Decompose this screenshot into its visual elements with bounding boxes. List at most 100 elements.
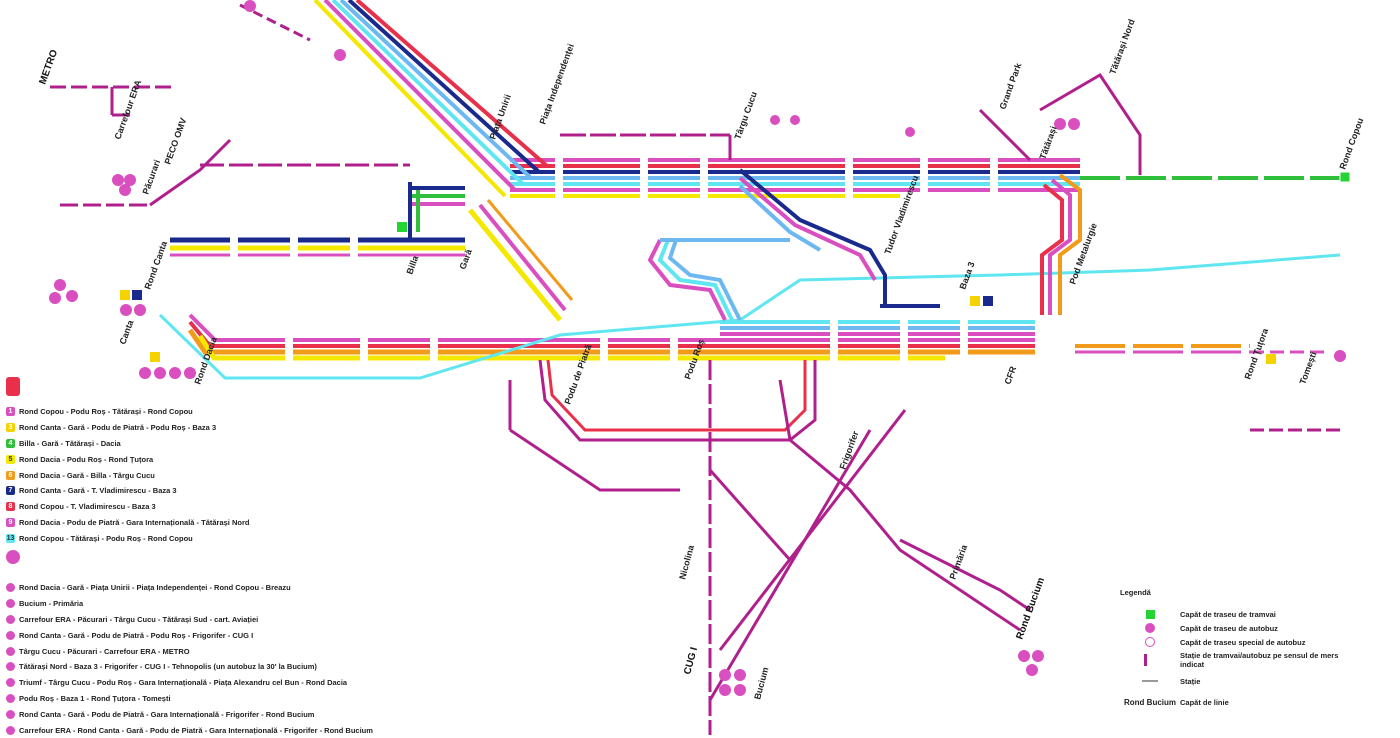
south-corridor (187, 304, 1330, 361)
west-corridor (170, 182, 465, 257)
bus-icon (6, 614, 15, 624)
tram-terminal-square (1266, 354, 1276, 364)
station-label: Tătărași Nord (1107, 18, 1136, 76)
bus-icon (6, 709, 15, 719)
bus-icon (6, 693, 15, 703)
route-badge: 3 (6, 423, 15, 433)
route-badge: 8 (6, 502, 15, 512)
bus-terminal-circle (790, 115, 800, 125)
bus-terminal-circle (734, 669, 746, 681)
bus-icon (6, 725, 15, 735)
station-label: Gară (457, 247, 474, 271)
bus-terminal-circle (124, 174, 136, 186)
bus-terminal-icon (1145, 623, 1155, 633)
tram-terminal-square (120, 290, 130, 300)
list-item: Triumf - Târgu Cucu - Podu Roș - Gara In… (6, 675, 373, 691)
bus-terminal-circle (66, 290, 78, 302)
bus-terminal-circle (1054, 118, 1066, 130)
tram-terminal-square (397, 222, 407, 232)
bus-terminal-circle (719, 684, 731, 696)
station-label: Pod Metalurgie (1067, 222, 1098, 286)
tram-mode-icon (6, 377, 20, 391)
station-label: Tătărași (1037, 125, 1058, 161)
bus-terminal-circle (734, 684, 746, 696)
route-badge: 4 (6, 438, 15, 448)
bus-terminal-circle (1068, 118, 1080, 130)
route-badge: 5 (6, 454, 15, 464)
list-item: Rond Canta - Gară - Podu de Piatră - Pod… (6, 627, 373, 643)
legend-item: Capăt de traseu de tramvai (1120, 607, 1360, 621)
map-legend: Legendă Capăt de traseu de tramvai Capăt… (1120, 588, 1360, 713)
list-item: Târgu Cucu - Păcurari - Carrefour ERA - … (6, 643, 373, 659)
bus-terminal-circle (112, 174, 124, 186)
bus-terminal-circle (184, 367, 196, 379)
bus-terminal-circle (169, 367, 181, 379)
bus-terminal-circle (1018, 650, 1030, 662)
legend-title: Legendă (1120, 588, 1151, 597)
route-badge: 13 (6, 533, 15, 543)
bus-terminal-circle (134, 304, 146, 316)
legend-item: Stație (1120, 671, 1360, 691)
bus-network (50, 3, 1340, 735)
station-label: Piața Independenței (537, 42, 575, 125)
bus-terminal-circle (905, 127, 915, 137)
list-item: Bucium - Primăria (6, 596, 373, 612)
list-item: Rond Canta - Gară - Podu de Piatră - Gar… (6, 706, 373, 722)
bus-terminal-circle (770, 115, 780, 125)
route-badge: 6 (6, 470, 15, 480)
bus-terminal-circle (1026, 664, 1038, 676)
station-label: Târgu Cucu (732, 90, 759, 140)
bus-icon (6, 678, 15, 688)
bus-terminal-circle (120, 304, 132, 316)
tram-terminal-square (132, 290, 142, 300)
dashed-stop-icon (1143, 654, 1157, 666)
station-label: Canta (117, 318, 135, 346)
station-label: Billa (404, 253, 420, 275)
station-breaks (230, 156, 998, 362)
station-label: Primăria (947, 542, 969, 580)
bus-route-list: Rond Dacia - Gară - Piața Unirii - Piața… (6, 580, 373, 738)
station-label: Rond Canta (142, 239, 169, 291)
station-label: Rond Copou (1337, 117, 1365, 171)
list-item: Carrefour ERA - Rond Canta - Gară - Podu… (6, 722, 373, 738)
bus-icon (6, 646, 15, 656)
route-badge: 9 (6, 517, 15, 527)
gara-connectors (468, 199, 574, 322)
station-label: Păcurari (140, 158, 162, 195)
central-loop (647, 168, 887, 321)
station-label: CUG I (682, 646, 700, 676)
bus-terminal-circle (334, 49, 346, 61)
station-label: CFR (1002, 364, 1018, 385)
tram-terminal-square (1339, 171, 1351, 183)
bus-icon (6, 662, 15, 672)
bus-terminal-circle (1334, 350, 1346, 362)
bus-terminal-circle (244, 0, 256, 12)
list-item: Carrefour ERA - Păcurari - Târgu Cucu - … (6, 612, 373, 628)
bus-icon (6, 630, 15, 640)
list-item: Tătărași Nord - Baza 3 - Frigorifer - CU… (6, 659, 373, 675)
station-icon (1142, 680, 1158, 682)
terminal-markers (49, 0, 1351, 696)
special-bus-terminal-icon (1145, 637, 1155, 647)
list-item: Rond Dacia - Gară - Piața Unirii - Piața… (6, 580, 373, 596)
copou-diagonal (313, 0, 549, 198)
station-label: Nicolina (677, 543, 696, 580)
legend-item: Stație de tramvai/autobuz pe sensul de m… (1120, 649, 1360, 671)
station-label: Bucium (752, 666, 770, 700)
bus-icon (6, 599, 15, 609)
bus-icon (6, 583, 15, 593)
legend-item: Capăt de traseu de autobuz (1120, 621, 1360, 635)
station-label: Grand Park (997, 61, 1023, 111)
tram-terminal-icon (1145, 609, 1155, 619)
north-corridor (510, 158, 1340, 198)
